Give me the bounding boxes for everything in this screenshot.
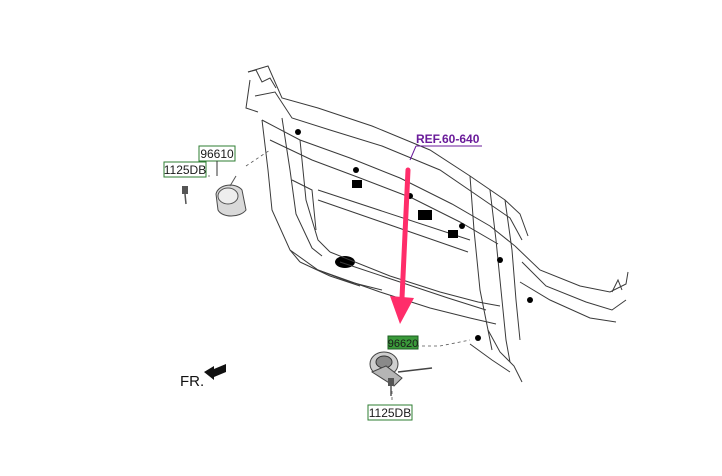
callout-1125db-left[interactable]: 1125DB [163,161,207,178]
horn-left-96610 [215,175,247,217]
callout-96610[interactable]: 96610 [198,145,236,176]
front-label: FR. [180,373,204,390]
callout-96620[interactable]: 96620 [387,335,419,350]
callout-1125db-bottom-text: 1125DB [369,406,411,420]
callout-1125db-bottom[interactable]: 1125DB [367,404,413,421]
callout-96610-text: 96610 [200,147,234,161]
bolt-bottom-1125db [388,378,394,396]
bolt-left-1125db [182,186,188,205]
callout-96620-text: 96620 [388,338,419,350]
front-arrow-icon [204,364,226,380]
callout-1125db-left-text: 1125DB [164,163,206,177]
reference-text: REF.60-640 [416,132,480,146]
reference-callout[interactable]: REF.60-640 [409,132,482,161]
horn-lower-96620 [369,351,433,387]
front-end-module-carrier [245,65,629,383]
front-orientation: FR. [180,364,226,390]
pointer-arrow [390,167,414,324]
